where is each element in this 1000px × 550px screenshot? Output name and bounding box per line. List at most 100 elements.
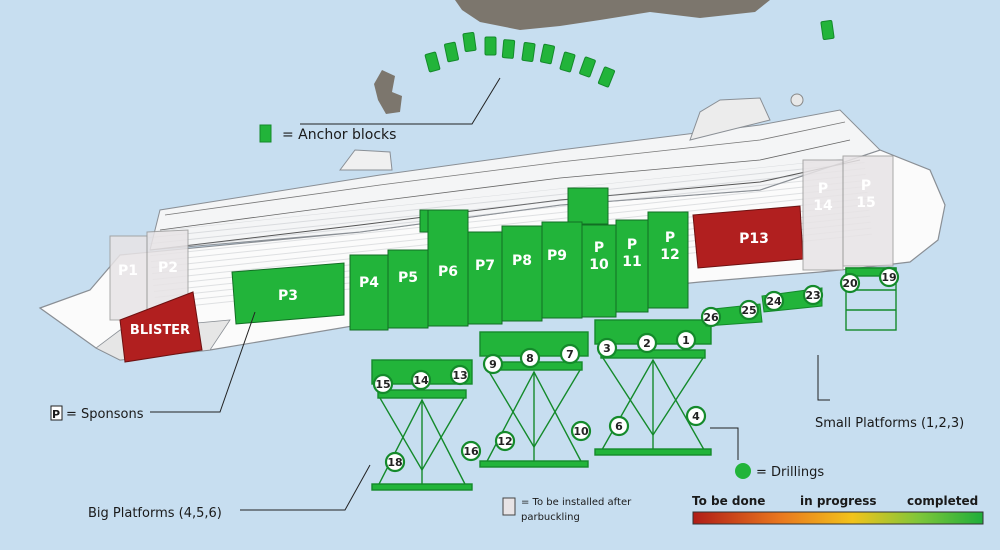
- anchor-blocks-legend-label: = Anchor blocks: [282, 127, 396, 143]
- anchor-block: [521, 42, 536, 62]
- sponson-p6-label: P6: [438, 264, 458, 280]
- anchor-block: [424, 51, 441, 73]
- sponson-p7-label: P7: [475, 258, 495, 274]
- drilling-marker: [608, 415, 630, 437]
- drilling-marker: [675, 329, 697, 351]
- drilling-10: 10: [570, 420, 592, 442]
- sponson-p2-label: P2: [158, 260, 178, 276]
- drilling-6: 6: [608, 415, 630, 437]
- anchor-block: [820, 20, 835, 40]
- drilling-number: 2: [643, 337, 651, 350]
- sponson-p15-label: 15: [856, 195, 875, 211]
- sponson-p7-shape: [467, 231, 503, 325]
- sponson-p13-label: P13: [739, 231, 769, 247]
- drilling-15: 15: [372, 373, 394, 395]
- drilling-18: 18: [384, 451, 406, 473]
- drilling-25: 25: [738, 299, 760, 321]
- drilling-4: 4: [685, 405, 707, 427]
- sponson-blister: BLISTER: [119, 291, 203, 363]
- drilling-number: 20: [842, 277, 858, 290]
- drilling-24: 24: [763, 290, 785, 312]
- status-gradient-bar: [692, 511, 984, 525]
- leader-lines: [150, 77, 830, 511]
- sponson-p13: P13: [692, 205, 804, 269]
- drilling-13: 13: [449, 364, 471, 386]
- sponson-p14: P14: [802, 159, 844, 271]
- sponson-p9: P9: [541, 221, 583, 319]
- drilling-12: 12: [494, 430, 516, 452]
- drilling-19: 19: [878, 266, 900, 288]
- anchor-block: [540, 43, 555, 65]
- drilling-1: 1: [675, 329, 697, 351]
- sponson-p14-shape: [802, 159, 844, 271]
- sponson-p11-label: P: [627, 237, 637, 253]
- sponson-p10-label: 10: [589, 257, 609, 273]
- drilling-number: 19: [881, 271, 896, 284]
- drilling-number: 6: [615, 420, 623, 433]
- sponson-p15: P15: [842, 155, 894, 267]
- anchor-blocks-group: [424, 20, 835, 88]
- drilling-number: 13: [452, 369, 467, 382]
- drilling-3: 3: [596, 337, 618, 359]
- drilling-2: 2: [636, 332, 658, 354]
- small-platforms-label: Small Platforms (1,2,3): [815, 416, 964, 431]
- drilling-8: 8: [519, 347, 541, 369]
- sponson-p10: P10: [581, 224, 617, 318]
- sponson-p2: P2: [146, 229, 189, 319]
- drilling-number: 10: [573, 425, 589, 438]
- drillings-legend-label: = Drillings: [756, 465, 824, 480]
- drilling-marker: [384, 451, 406, 473]
- sponson-p12: P12: [647, 211, 689, 309]
- drilling-marker: [519, 347, 541, 369]
- sponson-p9-label: P9: [547, 248, 567, 264]
- sponson-legend-symbol: P: [52, 408, 60, 421]
- drilling-number: 12: [497, 435, 512, 448]
- anchor-block: [501, 39, 516, 59]
- anchor-block: [484, 36, 497, 56]
- sponson-p10-label: P: [594, 240, 604, 256]
- drilling-number: 7: [566, 348, 574, 361]
- sponson-p7: P7: [467, 231, 503, 325]
- sponson-p4-label: P4: [359, 275, 379, 291]
- sponson-p8-label: P8: [512, 253, 532, 269]
- sponson-p12-label: 12: [660, 247, 679, 263]
- sponson-p1: P1: [109, 235, 148, 321]
- sponson-p11-label: 11: [622, 254, 641, 270]
- sponson-p1-label: P1: [118, 263, 138, 279]
- drilling-20: 20: [839, 272, 861, 294]
- sponson-legend-icon: [50, 405, 63, 421]
- sponson-blister-label: BLISTER: [130, 323, 190, 338]
- drilling-number: 3: [603, 342, 611, 355]
- status-completed-label: completed: [907, 494, 978, 508]
- anchor-block: [559, 51, 576, 73]
- drilling-marker: [802, 284, 824, 306]
- drilling-marker: [494, 430, 516, 452]
- big-platforms-label: Big Platforms (4,5,6): [88, 506, 222, 521]
- sponson-p5-shape: [387, 249, 429, 329]
- drilling-9: 9: [482, 353, 504, 375]
- sponson-p15-label: P: [861, 178, 871, 194]
- drilling-marker: [559, 343, 581, 365]
- sponson-p4: P4: [349, 254, 389, 331]
- drilling-number: 16: [463, 445, 479, 458]
- anchor-block: [462, 32, 477, 52]
- sponson-p3-label: P3: [278, 288, 298, 304]
- status-to-be-done-label: To be done: [692, 494, 765, 508]
- drilling-marker: [839, 272, 861, 294]
- drilling-number: 4: [692, 410, 700, 423]
- install-after-label-line1: = To be installed after: [521, 497, 632, 508]
- sponson-p6: P6: [427, 209, 469, 327]
- install-after-label-line2: parbuckling: [521, 512, 580, 523]
- sponson-p5-label: P5: [398, 270, 418, 286]
- sponson-p4-shape: [349, 254, 389, 331]
- drilling-number: 25: [741, 304, 756, 317]
- sponson-p11-shape: [615, 219, 649, 313]
- sponson-blister-shape: [119, 291, 203, 363]
- drilling-number: 9: [489, 358, 497, 371]
- sponson-p5: P5: [387, 249, 429, 329]
- drilling-number: 15: [375, 378, 390, 391]
- sponson-p8: P8: [501, 225, 543, 322]
